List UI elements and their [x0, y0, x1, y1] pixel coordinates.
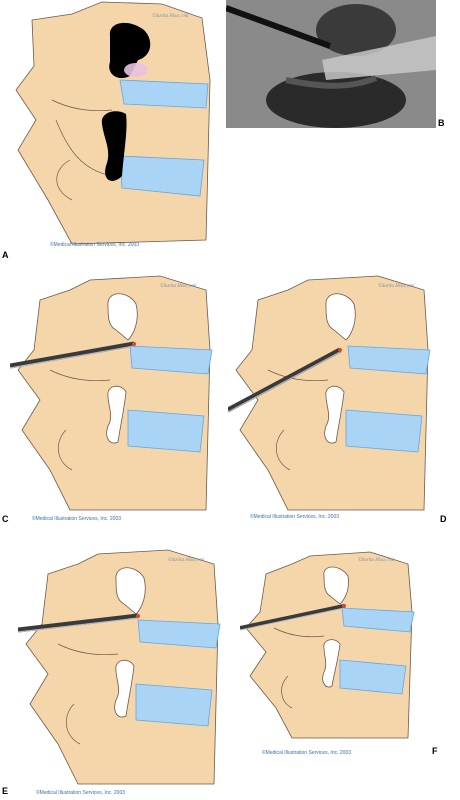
copyright-credit: ©Medical Illustration Services, Inc. 200… — [250, 514, 340, 520]
copyright-credit: ©Medical Illustration Services, Inc. 200… — [50, 242, 140, 248]
fluoroscopy-image — [226, 0, 436, 128]
spine-illustration-d — [228, 275, 431, 511]
panel-a-illustration: ©Sarita Hisa, cmi ©Medical Illustration … — [12, 0, 220, 252]
foramen-upper — [109, 22, 151, 79]
copyright-credit: ©Medical Illustration Services, Inc. 200… — [32, 516, 122, 522]
foramen-lower — [101, 111, 127, 181]
needle-shaft — [18, 613, 139, 633]
copyright-credit-f: ©Medical Illustration Services, Inc. 200… — [262, 750, 352, 756]
panel-label-e: E — [2, 786, 9, 796]
panel-e-illustration: ©Sarita Hisa, cmi — [18, 544, 228, 794]
needle-shaft — [226, 5, 332, 49]
needle-shaft — [10, 341, 135, 369]
spine-illustration-e — [18, 549, 221, 785]
artist-signature: ©Sarita Hisa, cmi — [378, 284, 415, 289]
spine-illustration-f — [240, 551, 415, 739]
panel-d-illustration: ©Sarita Hisa, cmi ©Medical Illustration … — [228, 270, 438, 520]
artist-signature: ©Sarita Hisa, cmi — [168, 558, 205, 563]
panel-f-illustration: ©Sarita Hisa, cmi — [240, 548, 420, 748]
spine-illustration-c — [10, 275, 213, 511]
needle-shaft — [228, 347, 342, 413]
panel-label-a: A — [2, 250, 9, 260]
panel-c-illustration: ©Sarita Hisa, cmi ©Medical Illustration … — [10, 270, 220, 522]
copyright-credit-e: ©Medical Illustration Services, Inc. 200… — [36, 790, 126, 796]
panel-label-b: B — [438, 118, 445, 128]
artist-signature: ©Sarita Hisa, cmi — [160, 284, 197, 289]
needle-shaft — [240, 604, 345, 630]
panel-label-d: D — [440, 514, 447, 524]
artist-signature: ©Sarita Hisa, cmi — [358, 558, 395, 563]
panel-label-c: C — [2, 514, 9, 524]
panel-label-f: F — [432, 746, 438, 756]
artist-signature: ©Sarita Hisa, cmi — [152, 14, 189, 19]
spine-illustration-a — [15, 1, 211, 245]
panel-b-xray — [226, 0, 436, 128]
